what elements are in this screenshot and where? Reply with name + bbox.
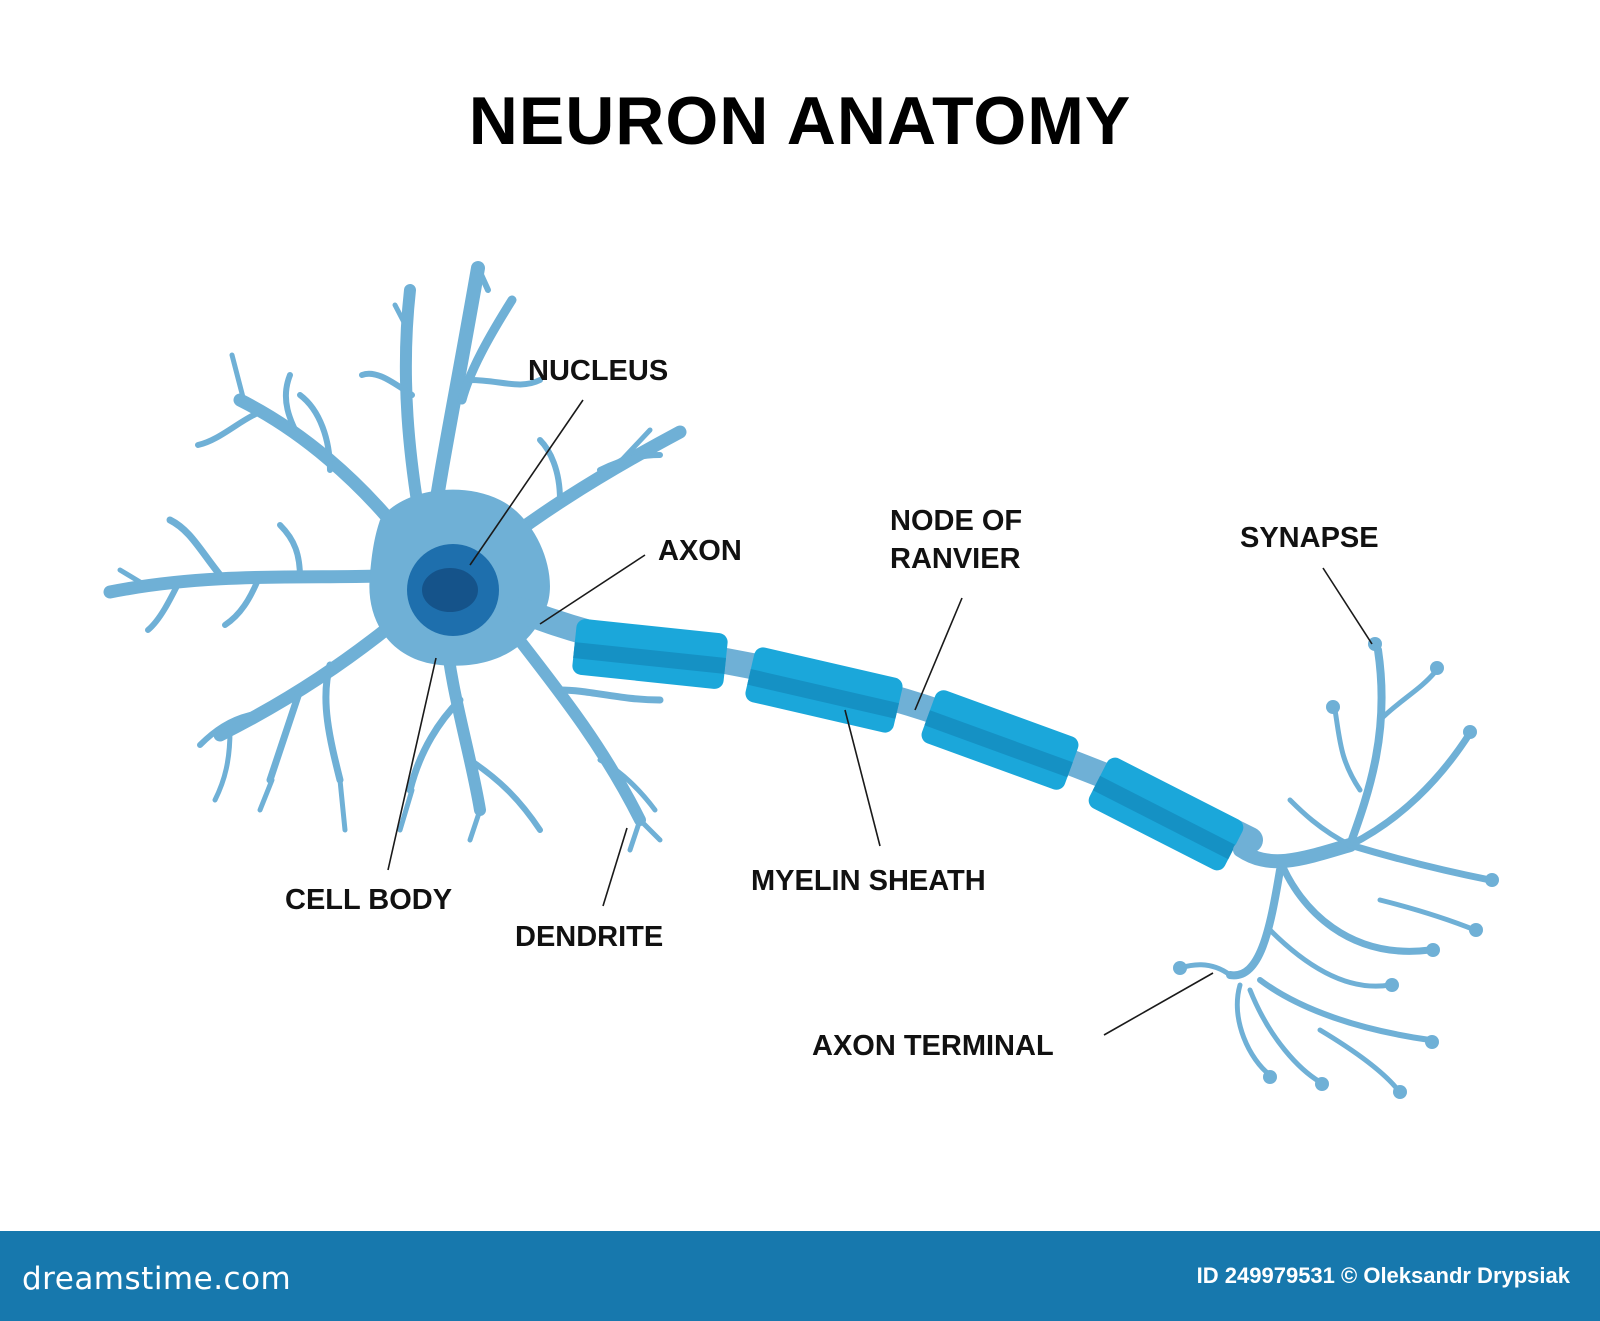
synapse-knobs — [1173, 637, 1499, 1099]
label-dendrite: DENDRITE — [515, 921, 663, 953]
label-node-of-ranvier-line2: RANVIER — [890, 543, 1021, 575]
label-nucleus: NUCLEUS — [528, 355, 668, 387]
footer-bar: dreamstime.com ID 249979531 © Oleksandr … — [0, 1231, 1600, 1321]
label-node-of-ranvier-line1: NODE OF — [890, 505, 1022, 537]
footer-image-id: ID 249979531 © Oleksandr Drypsiak — [1196, 1263, 1570, 1288]
myelin-sheath-segments — [572, 619, 1244, 871]
label-cell-body: CELL BODY — [285, 884, 452, 916]
axon-terminal-branches — [1177, 641, 1494, 1093]
label-axon-terminal: AXON TERMINAL — [812, 1030, 1054, 1062]
page-title: NEURON ANATOMY — [468, 83, 1132, 159]
label-myelin-sheath: MYELIN SHEATH — [751, 865, 986, 897]
leader-lines — [387, 399, 1373, 1036]
label-synapse: SYNAPSE — [1240, 522, 1379, 554]
footer-logo: dreamstime.com — [22, 1261, 292, 1297]
nucleus-inner — [422, 568, 478, 612]
label-axon: AXON — [658, 535, 742, 567]
neuron-diagram: NUCLEUS AXON NODE OF RANVIER SYNAPSE CEL… — [103, 261, 1499, 1099]
